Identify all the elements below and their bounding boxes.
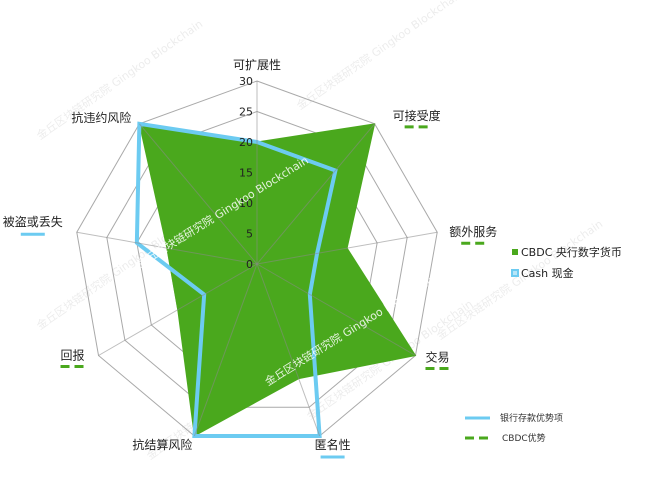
tick-label: 5: [246, 228, 253, 241]
tick-label: 20: [239, 136, 253, 149]
axis-label: 匿名性: [315, 437, 351, 452]
legend-label-cbdc: CBDC 央行数字货币: [521, 245, 622, 259]
tick-label: 15: [239, 167, 253, 180]
secondary-legend: 银行存款优势项 CBDC优势: [465, 412, 563, 444]
axis-spoke: [193, 263, 258, 437]
axis-label: 抗违约风险: [71, 110, 131, 125]
axis-spoke: [138, 123, 258, 265]
radar-spokes: [76, 81, 438, 437]
tick-label: 0: [246, 258, 253, 271]
grid-ring: [106, 110, 408, 408]
series-cbdc-area: [138, 123, 417, 437]
axis-label: 可接受度: [393, 108, 441, 123]
axis-spoke: [256, 263, 416, 356]
axis-spoke: [256, 263, 321, 437]
axis-label: 额外服务: [449, 224, 497, 239]
series-cash-line: [134, 121, 338, 438]
axis-spoke: [76, 231, 258, 265]
watermark-text: 金丘区块链研究院 Gingkoo Blockchain: [294, 0, 465, 112]
axis-label: 可扩展性: [233, 58, 281, 72]
legend-bank-advantage: 银行存款优势项: [500, 412, 563, 424]
legend-item-cash[interactable]: Cash 现金: [511, 266, 574, 280]
axis-spoke: [256, 231, 438, 265]
axis-label: 交易: [425, 350, 449, 365]
legend-label-cash: Cash 现金: [521, 266, 574, 280]
legend-swatch-cbdc: [512, 249, 518, 255]
legend: CBDC 央行数字货币 Cash 现金: [511, 245, 622, 280]
radial-tick-labels: 0 5 10 15 20 25 30: [239, 75, 253, 271]
legend-cbdc-advantage: CBDC优势: [502, 432, 546, 444]
axis-label: 被盗或丢失: [3, 214, 63, 229]
tick-label: 10: [239, 197, 253, 210]
axis-spoke: [256, 123, 376, 265]
radar-series: [134, 121, 417, 438]
axis-label: 抗结算风险: [132, 437, 192, 452]
tick-label: 30: [239, 75, 253, 88]
axis-label: 回报: [61, 348, 85, 363]
legend-item-cbdc[interactable]: CBDC 央行数字货币: [512, 245, 622, 259]
axis-spoke: [98, 263, 258, 356]
tick-label: 25: [239, 106, 253, 119]
